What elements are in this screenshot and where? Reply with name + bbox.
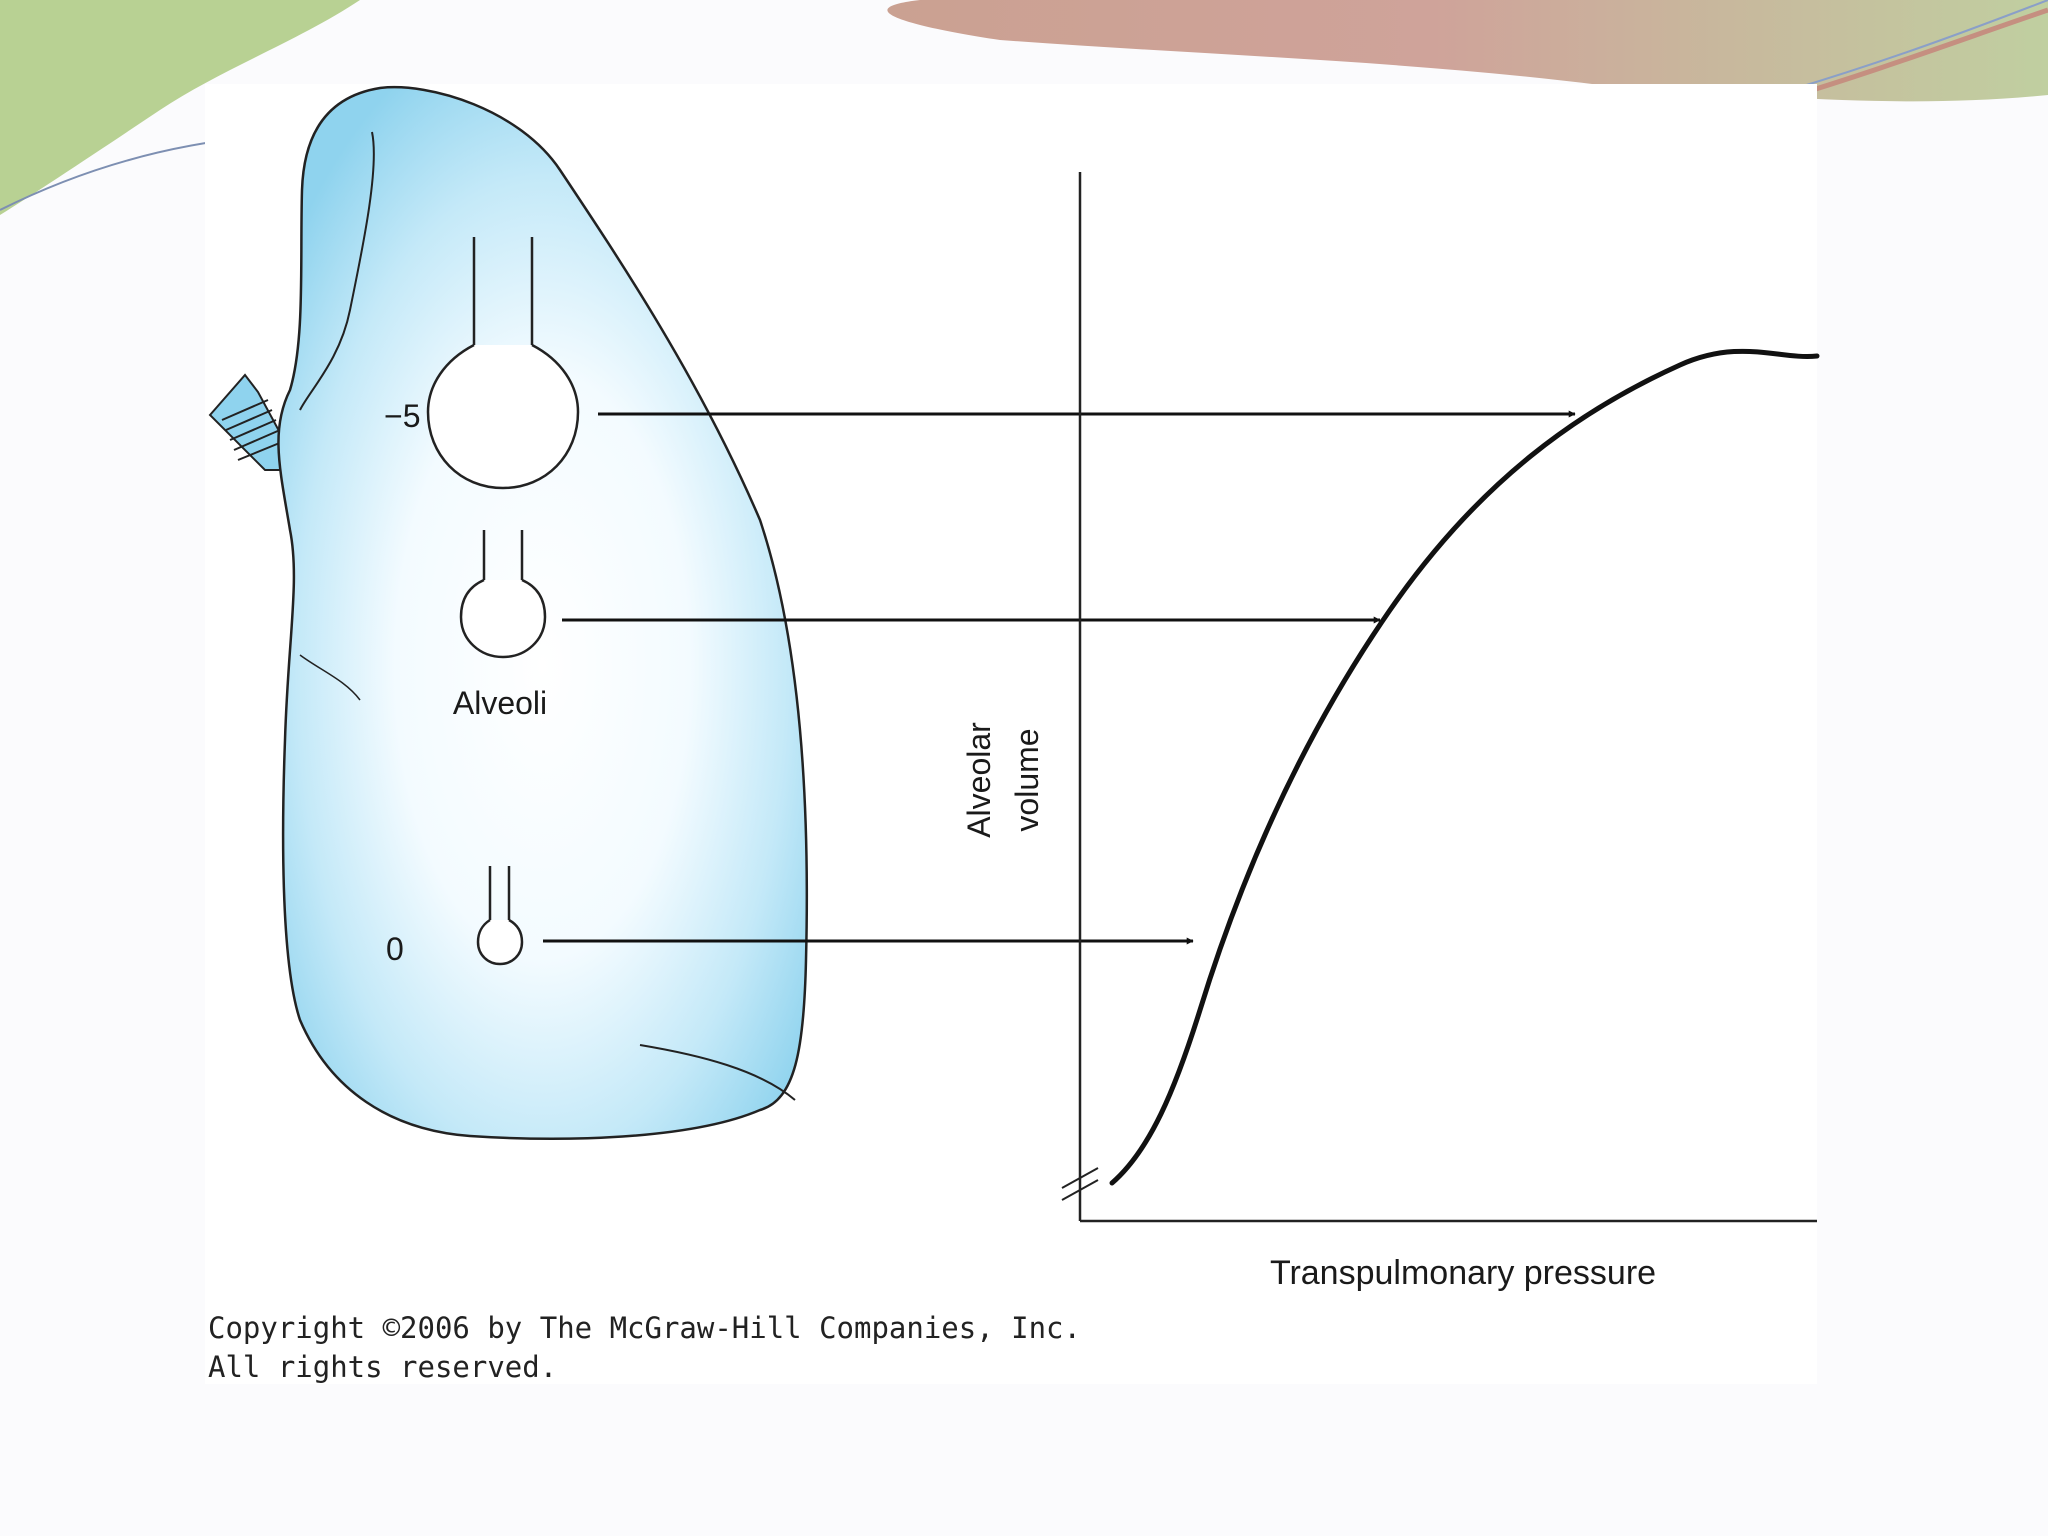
pressure-label-bottom: 0 <box>386 931 404 967</box>
compliance-curve <box>1109 348 1820 1186</box>
axis-break-mark <box>1061 1167 1099 1201</box>
y-axis-label-line1: Alveolar <box>961 722 997 838</box>
y-axis-label-line2: volume <box>1009 728 1045 831</box>
copyright-line1: Copyright ©2006 by The McGraw-Hill Compa… <box>208 1311 1081 1345</box>
bronchus-rings <box>221 399 283 461</box>
lung-contour-line <box>299 654 361 701</box>
copyright-line2: All rights reserved. <box>208 1350 557 1384</box>
alveolus-medium <box>459 530 547 659</box>
alveolus-small <box>476 866 524 966</box>
pressure-label-top: −5 <box>384 398 420 434</box>
lung-lower-line <box>639 1044 796 1101</box>
lung-fissure <box>299 131 375 411</box>
alveoli-label: Alveoli <box>453 685 547 721</box>
alveolus-large <box>426 237 580 490</box>
x-axis-label: Transpulmonary pressure <box>1270 1254 1656 1292</box>
